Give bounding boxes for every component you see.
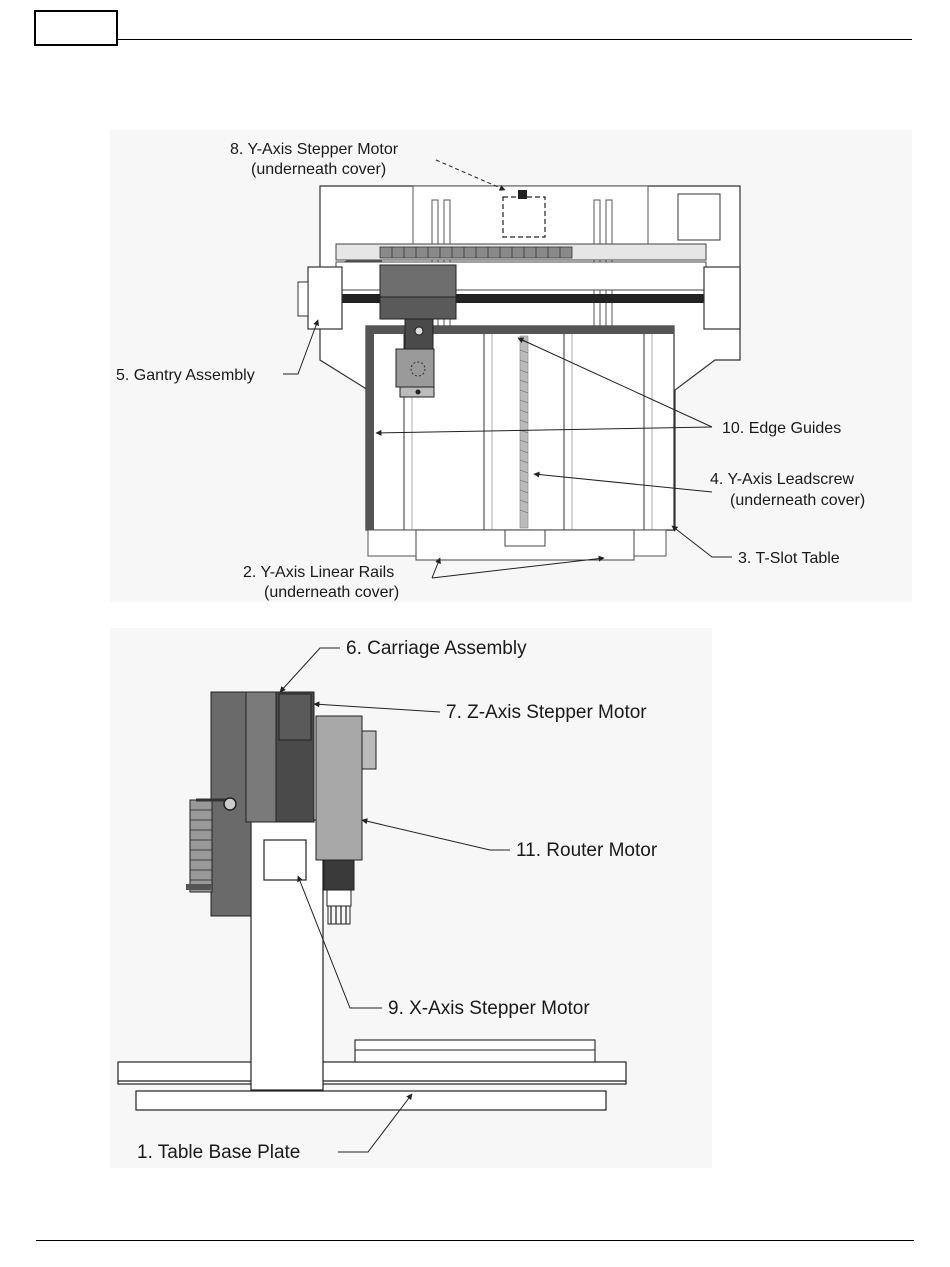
label-rails-note: (underneath cover) bbox=[264, 584, 399, 601]
router-body bbox=[316, 716, 362, 860]
router-collar bbox=[324, 860, 354, 890]
side-cable-chain bbox=[190, 800, 212, 892]
leadscrew-bearing bbox=[505, 530, 545, 546]
gantry-left-end bbox=[308, 267, 342, 329]
label-leadscrew: 4. Y-Axis Leadscrew bbox=[710, 471, 855, 488]
top-view-diagram: 8. Y-Axis Stepper Motor (underneath cove… bbox=[110, 130, 912, 602]
gantry-left-knob bbox=[298, 282, 308, 316]
side-cable-fitting bbox=[224, 798, 236, 810]
router-bit bbox=[416, 390, 421, 395]
cable-chain bbox=[380, 247, 572, 258]
side-cable-base bbox=[186, 884, 212, 890]
label-gantry: 5. Gantry Assembly bbox=[116, 367, 255, 384]
z-stepper-shaft bbox=[415, 327, 423, 335]
rear-box bbox=[678, 194, 720, 240]
label-tslot: 3. T-Slot Table bbox=[738, 550, 840, 567]
leadscrew bbox=[520, 336, 528, 528]
label-y-stepper: 8. Y-Axis Stepper Motor bbox=[230, 141, 399, 158]
y-stepper-shaft bbox=[518, 190, 527, 199]
router-switch bbox=[362, 731, 376, 769]
label-router: 11. Router Motor bbox=[516, 840, 658, 861]
label-base-plate: 1. Table Base Plate bbox=[137, 1142, 300, 1163]
label-z-stepper: 7. Z-Axis Stepper Motor bbox=[446, 702, 647, 723]
label-x-stepper: 9. X-Axis Stepper Motor bbox=[388, 998, 590, 1019]
side-table bbox=[355, 1040, 595, 1062]
gantry-right-end bbox=[704, 267, 740, 329]
carriage-front bbox=[380, 297, 456, 319]
x-stepper-box bbox=[264, 840, 306, 880]
edge-guide-left bbox=[366, 326, 374, 530]
router-top bbox=[396, 349, 434, 387]
base-plate-bottom bbox=[136, 1091, 606, 1110]
z-stepper-motor bbox=[279, 694, 311, 740]
carriage-mid-plate bbox=[246, 692, 276, 822]
label-y-stepper-note: (underneath cover) bbox=[251, 161, 386, 178]
router-collet-nut bbox=[327, 890, 351, 906]
label-rails: 2. Y-Axis Linear Rails bbox=[243, 564, 394, 581]
side-view-diagram: 6. Carriage Assembly 7. Z-Axis Stepper M… bbox=[110, 628, 712, 1168]
footer-rule bbox=[36, 1240, 914, 1241]
label-leadscrew-note: (underneath cover) bbox=[730, 492, 865, 509]
label-edge-guides: 10. Edge Guides bbox=[722, 420, 841, 437]
label-carriage: 6. Carriage Assembly bbox=[346, 638, 527, 659]
